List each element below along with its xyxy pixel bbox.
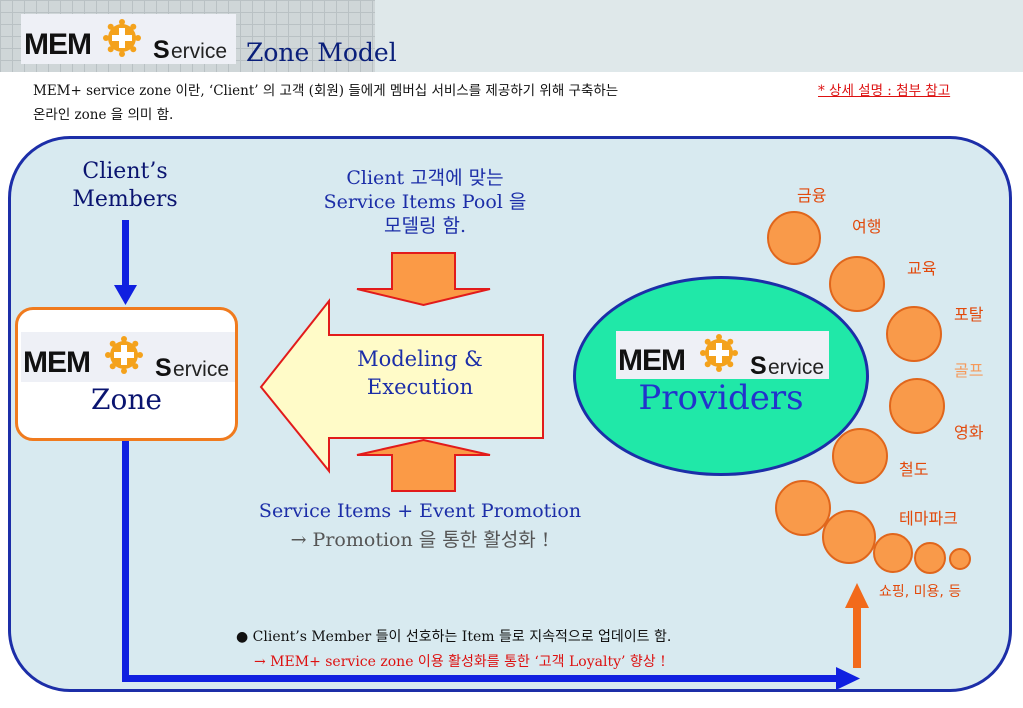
provider-circle [914,542,946,574]
description: MEM+ service zone 이란, ‘Client’ 의 고객 (회원)… [33,79,618,127]
reference-note-link[interactable]: * 상세 설명 : 첨부 참고 [818,83,951,99]
provider-circle [949,548,971,570]
logo-mem-text: MEM [24,28,92,61]
promotion-up-arrow [356,438,491,492]
provider-circle [767,211,821,265]
pool-line-3: 모델링 함. [384,215,466,237]
logo-s-text: S [750,352,767,380]
update-bullet-note: ● Client’s Member 들이 선호하는 Item 들로 지속적으로 … [236,629,672,645]
clients-line-2: Members [72,187,178,212]
category-finance: 금융 [797,186,827,205]
zone-label: Zone [91,383,162,416]
category-education: 교육 [907,259,937,278]
modeling-line-1: Modeling & [357,347,483,371]
category-golf: 골프 [954,361,984,380]
providers-oval: MEM S ervice [573,276,869,476]
logo-s-text: S [153,36,170,64]
modeling-line-2: Execution [366,375,474,399]
providers-label: Providers [638,378,804,418]
provider-circle [886,306,942,362]
modeling-left-arrow [259,298,544,474]
provider-circle [829,256,885,312]
clients-line-1: Client’s [82,159,168,184]
category-movie: 영화 [954,423,984,442]
logo-mem-text: MEM [23,346,91,379]
logo-gear-icon [103,19,141,57]
category-railway: 철도 [899,460,929,479]
header-band [375,0,1023,72]
logo-gear-icon [700,334,738,372]
pool-down-arrow [356,252,491,307]
zone-to-providers-arrow [122,441,860,690]
page-title: Zone Model [246,38,397,67]
provider-circle [889,378,945,434]
orange-up-arrow [845,583,869,668]
zone-logo: MEM S ervice [21,332,235,382]
providers-logo: MEM S ervice [616,331,829,380]
category-theme-park: 테마파크 [899,509,958,528]
description-line-2: 온라인 zone 을 의미 함. [33,107,174,123]
logo-ervice-text: ervice [768,356,825,379]
promotion-line-1: Service Items + Event Promotion [258,500,582,522]
category-portal: 포탈 [954,305,984,324]
category-travel: 여행 [852,217,882,236]
logo-mem-text: MEM [618,344,686,377]
description-line-1: MEM+ service zone 이란, ‘Client’ 의 고객 (회원)… [33,83,619,99]
modeling-execution-label: Modeling & Execution [340,345,500,401]
zone-box: MEM S ervice [15,307,238,441]
pool-line-2: Service Items Pool 을 [323,191,527,213]
promotion-line-2: → Promotion 을 통한 활성화 ! [290,529,550,551]
provider-circle [873,533,913,573]
provider-circle [775,480,831,536]
logo-ervice-text: ervice [171,40,228,63]
category-shopping-beauty: 쇼핑, 미용, 등 [879,584,962,600]
clients-members-label: Client’s Members [60,158,190,214]
loyalty-note: → MEM+ service zone 이용 활성화를 통한 ‘고객 Loyal… [254,654,666,670]
header-logo: MEM S ervice [21,14,236,64]
provider-circle [822,510,876,564]
client-down-arrow [114,220,137,305]
logo-gear-icon [105,336,143,374]
logo-s-text: S [155,354,172,382]
provider-circle [832,428,888,484]
logo-ervice-text: ervice [173,358,230,381]
pool-line-1: Client 고객에 맞는 [346,167,504,189]
pool-description: Client 고객에 맞는 Service Items Pool 을 모델링 함… [290,166,560,238]
